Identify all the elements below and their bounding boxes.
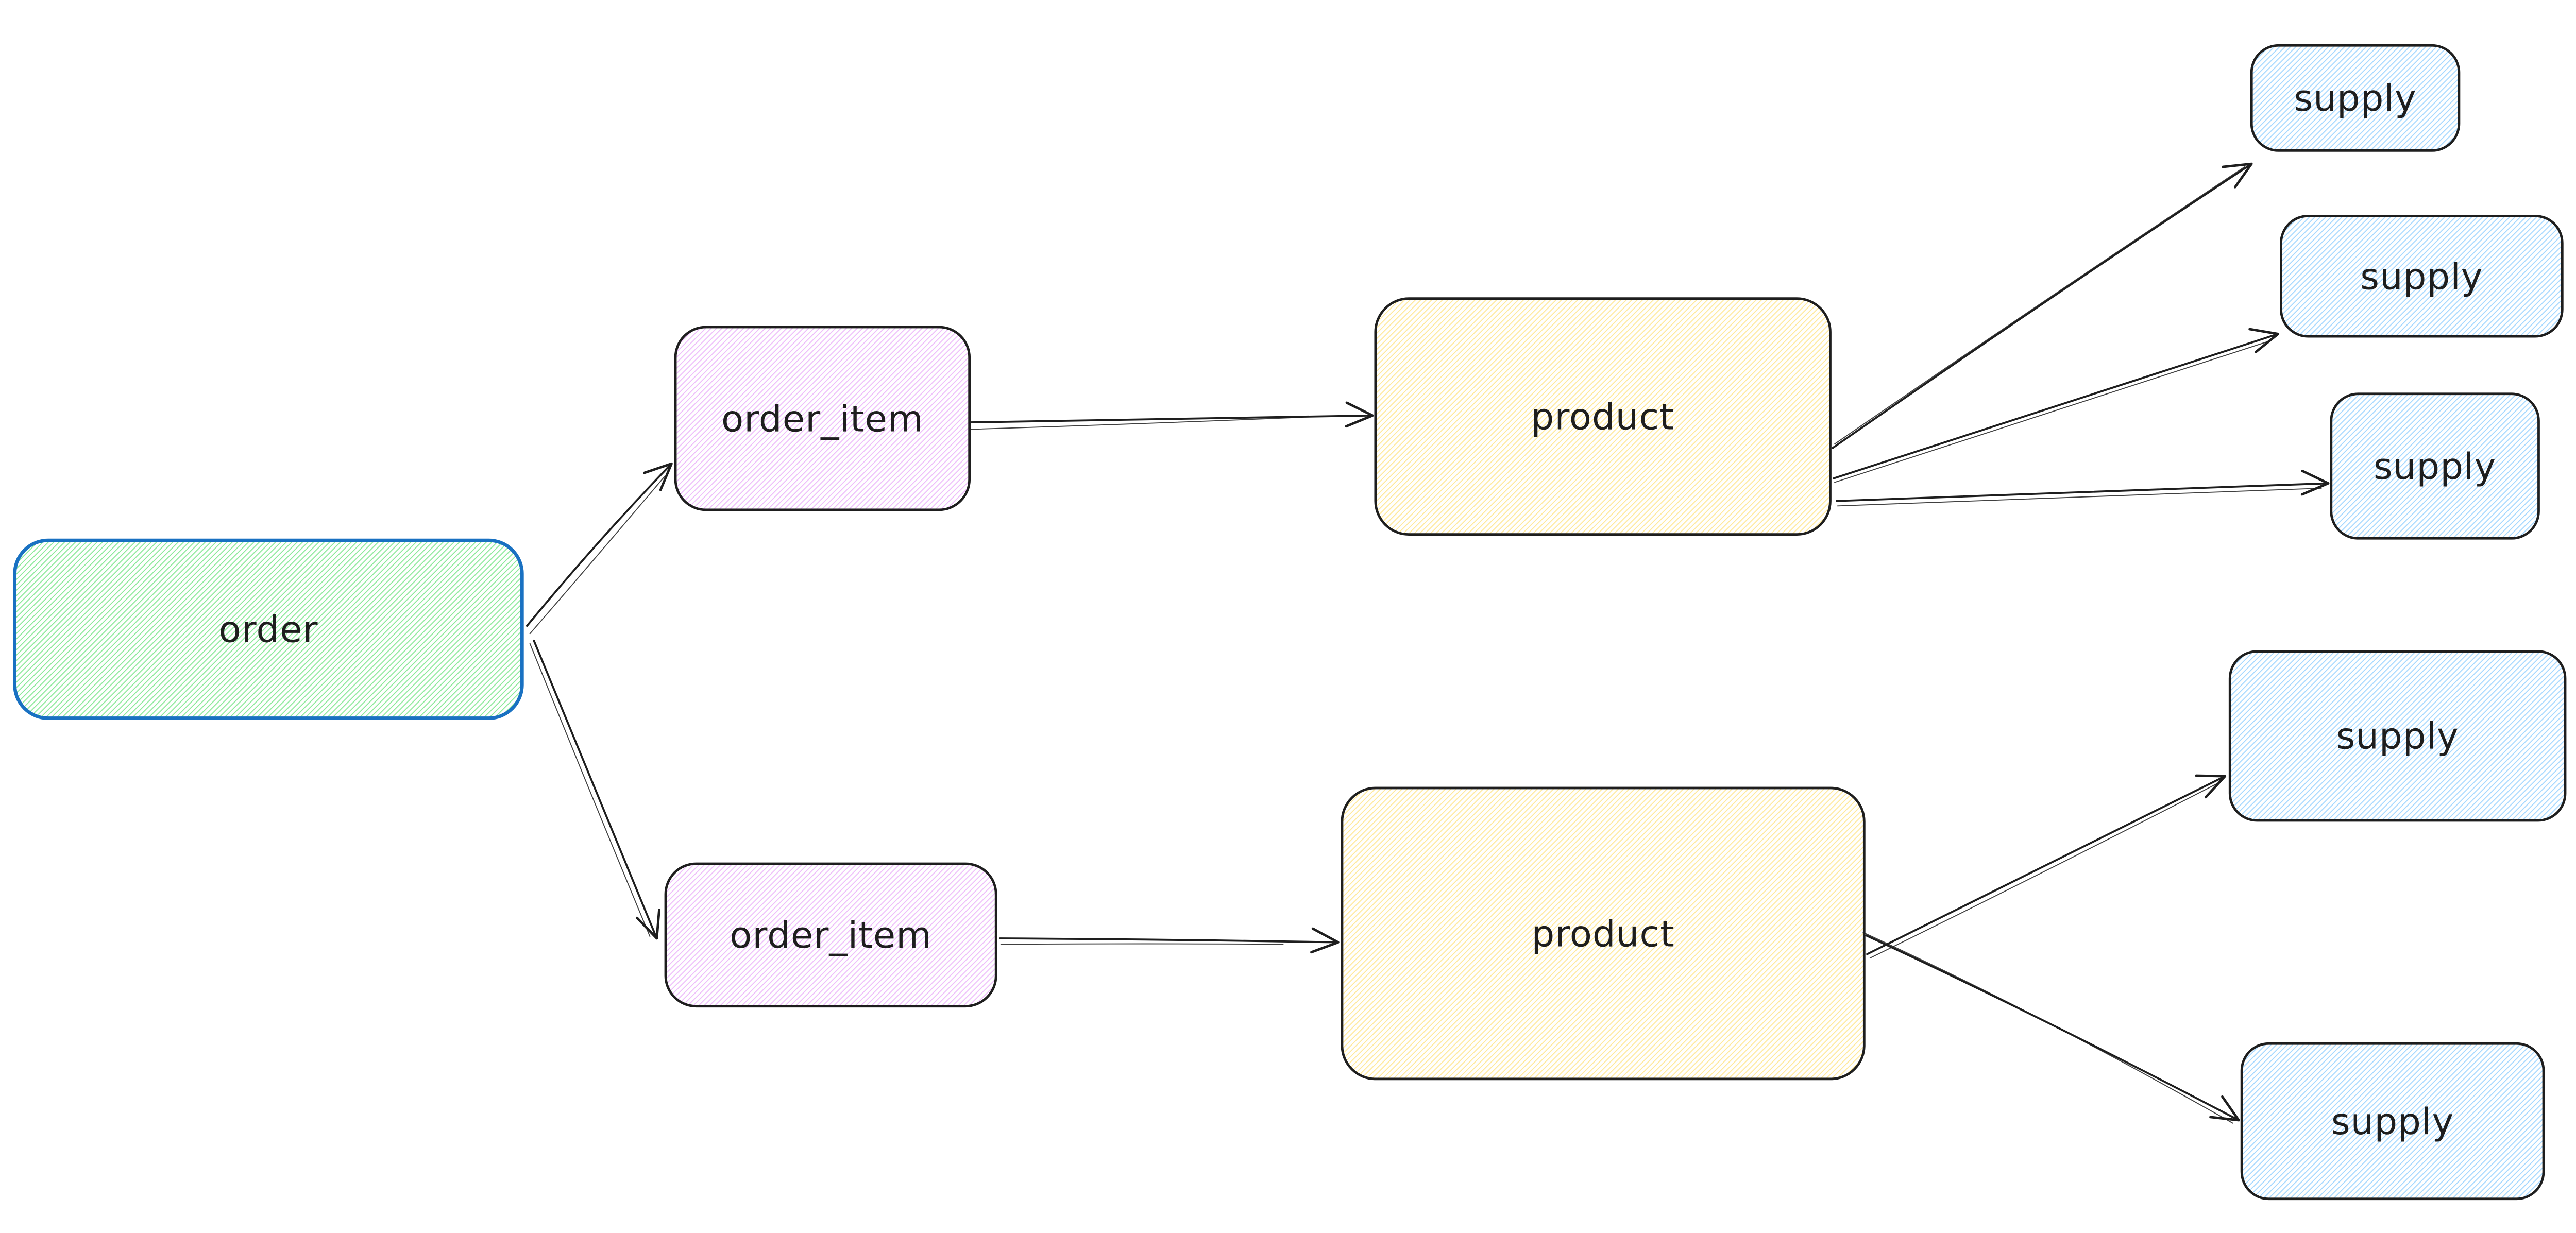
arrow-order-item-1-to-product-1[interactable] (969, 401, 1374, 430)
arrow-product-2-to-supply-4[interactable] (1866, 774, 2227, 959)
node-order[interactable]: order (13, 538, 524, 720)
supply-2-label: supply (2360, 255, 2483, 298)
arrow-product-1-to-supply-2[interactable] (1833, 328, 2280, 483)
arrow-product-1-to-supply-3[interactable] (1835, 469, 2330, 507)
order-item-2-box (664, 862, 997, 1008)
order-item-1-box (674, 326, 971, 511)
supply-4-label: supply (2336, 715, 2459, 758)
node-supply-2[interactable]: supply (2280, 214, 2564, 338)
node-order-item-1[interactable]: order_item (674, 326, 971, 511)
arrow-order-to-order-item-1[interactable] (526, 462, 673, 635)
supply-3-box (2330, 392, 2540, 540)
node-supply-1[interactable]: supply (2250, 44, 2461, 152)
node-supply-5[interactable]: supply (2240, 1042, 2545, 1201)
arrow-product-2-to-supply-5[interactable] (1862, 932, 2240, 1124)
supply-3-label: supply (2374, 445, 2496, 488)
node-order-item-2[interactable]: order_item (664, 862, 997, 1008)
node-supply-3[interactable]: supply (2330, 392, 2540, 540)
product-1-box (1374, 297, 1832, 536)
order-label: order (218, 608, 318, 651)
supply-2-box (2280, 214, 2564, 338)
product-2-box (1341, 786, 1866, 1081)
product-1-label: product (1531, 395, 1674, 438)
supply-1-label: supply (2294, 77, 2416, 119)
supply-4-box (2228, 650, 2567, 822)
order-item-1-label: order_item (721, 397, 924, 440)
supply-5-label: supply (2331, 1100, 2454, 1143)
order-item-2-label: order_item (730, 914, 932, 956)
supply-1-box (2250, 44, 2461, 152)
supply-5-box (2240, 1042, 2545, 1201)
node-supply-4[interactable]: supply (2228, 650, 2567, 822)
arrow-order-to-order-item-2[interactable] (529, 639, 660, 940)
product-2-label: product (1532, 912, 1675, 955)
node-product-2[interactable]: product (1341, 786, 1866, 1081)
arrow-product-1-to-supply-1[interactable] (1832, 162, 2253, 449)
order-box (13, 538, 524, 720)
arrow-order-item-2-to-product-2[interactable] (998, 927, 1340, 954)
node-product-1[interactable]: product (1374, 297, 1832, 536)
